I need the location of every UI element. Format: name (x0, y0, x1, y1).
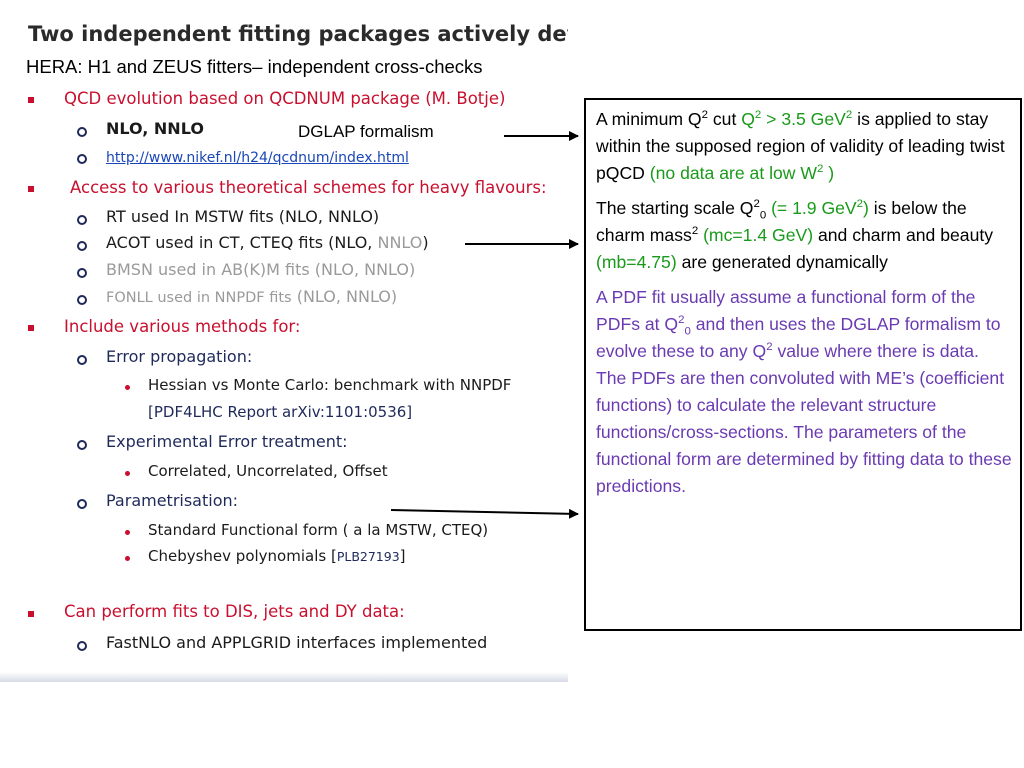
p1-green: (no data are at low W (649, 163, 817, 183)
circle-bullet-icon (77, 127, 87, 137)
square-bullet-icon (28, 97, 34, 103)
explanation-box: A minimum Q2 cut Q2 > 3.5 GeV2 is applie… (584, 98, 1022, 631)
qcdnum-link[interactable]: http://www.nikef.nl/h24/qcdnum/index.htm… (106, 150, 409, 166)
q2-cut-paragraph: A minimum Q2 cut Q2 > 3.5 GeV2 is applie… (596, 106, 1012, 187)
fits-heading: Can perform fits to DIS, jets and DY dat… (64, 602, 405, 621)
acot-close: ) (422, 233, 429, 252)
p2-text: The starting scale Q (596, 198, 754, 218)
url-item: http://www.nikef.nl/h24/qcdnum/index.htm… (106, 147, 409, 166)
fonll-text: FONLL used in NNPDF fits (106, 290, 292, 306)
circle-bullet-icon (77, 499, 87, 509)
p1-sup: 2 (817, 163, 824, 176)
p1-text: is applied to stay within the supposed r… (596, 109, 1005, 183)
square-bullet-icon (28, 325, 34, 331)
heavy-flavours-heading: Access to various theoretical schemes fo… (70, 178, 547, 197)
p3-text: and then uses the DGLAP formalism to evo… (596, 314, 1001, 361)
chebyshev-item: Chebyshev polynomials [PLB27193] (148, 547, 406, 565)
p1-green: ) (823, 163, 835, 183)
starting-scale-paragraph: The starting scale Q20 (= 1.9 GeV2) is b… (596, 195, 1012, 276)
qcd-heading: QCD evolution based on QCDNUM package (M… (64, 89, 506, 108)
circle-bullet-icon (77, 355, 87, 365)
p1-text: cut (707, 109, 742, 129)
p1-text: A minimum Q (596, 109, 702, 129)
acot-text: ACOT used in CT, CTEQ fits (NLO, (106, 233, 378, 252)
p3-sub: 0 (684, 325, 691, 338)
subtitle-line: HERA: H1 and ZEUS fitters– independent c… (26, 56, 483, 77)
fastnlo-item: FastNLO and APPLGRID interfaces implemen… (106, 633, 488, 652)
dglap-label: DGLAP formalism (298, 122, 434, 141)
bmsn-item: BMSN used in AB(K)M fits (NLO, NNLO) (106, 260, 416, 279)
rt-item: RT used In MSTW fits (NLO, NNLO) (106, 207, 380, 226)
slide-image-panel: Two independent fitting packages activel… (0, 0, 568, 682)
circle-bullet-icon (77, 241, 87, 251)
fonll-item: FONLL used in NNPDF fits (NLO, NNLO) (106, 287, 397, 306)
p3-text: value where there is data. The PDFs are … (596, 341, 1012, 496)
p2-sup: 2 (753, 198, 760, 211)
p2-sup: 2 (856, 198, 864, 211)
circle-bullet-icon (77, 295, 87, 305)
p3-text: A PDF fit usually assume a functional fo… (596, 287, 976, 334)
chebyshev-text: Chebyshev polynomials [ (148, 547, 337, 565)
p3-sup: 2 (766, 341, 773, 354)
p1-sup: 2 (701, 109, 708, 122)
pdf4lhc-ref: [PDF4LHC Report arXiv:1101:0536] (148, 403, 413, 421)
p1-green: > 3.5 GeV (761, 109, 846, 129)
dot-bullet-icon (125, 471, 130, 476)
dot-bullet-icon (125, 556, 130, 561)
correlated-item: Correlated, Uncorrelated, Offset (148, 462, 388, 480)
dot-bullet-icon (125, 530, 130, 535)
methods-heading: Include various methods for: (64, 317, 301, 336)
error-propagation-item: Error propagation: (106, 347, 253, 366)
parametrisation-item: Parametrisation: (106, 491, 239, 510)
p2-text: and charm and beauty (813, 225, 994, 245)
p2-sup: 2 (691, 225, 699, 238)
p2-green: (= 1.9 GeV (771, 198, 857, 218)
fonll-orders: (NLO, NNLO) (291, 287, 398, 306)
circle-bullet-icon (77, 641, 87, 651)
standard-form-item: Standard Functional form ( a la MSTW, CT… (148, 521, 489, 539)
p2-sub: 0 (759, 209, 767, 222)
p1-green: Q (741, 109, 755, 129)
image-bottom-shadow (0, 672, 568, 682)
dot-bullet-icon (125, 385, 130, 390)
p2-green: ) (863, 198, 869, 218)
p2-green: (mc=1.4 GeV) (703, 225, 814, 245)
p2-green: (mb=4.75) (596, 252, 677, 272)
chebyshev-close: ] (399, 547, 406, 565)
circle-bullet-icon (77, 215, 87, 225)
chebyshev-ref: PLB27193 (336, 549, 400, 564)
acot-nnlo: NNLO (377, 233, 423, 252)
pdf-fit-paragraph: A PDF fit usually assume a functional fo… (596, 284, 1012, 500)
slide-title: Two independent fitting packages activel… (28, 22, 568, 46)
acot-item: ACOT used in CT, CTEQ fits (NLO, NNLO) (106, 233, 429, 252)
p2-text: are generated dynamically (676, 252, 888, 272)
p1-sup: 2 (754, 109, 762, 122)
hessian-item: Hessian vs Monte Carlo: benchmark with N… (148, 376, 512, 394)
arrow-icon (390, 508, 579, 519)
p1-sup: 2 (845, 109, 853, 122)
nlo-item: NLO, NNLO (106, 119, 204, 138)
circle-bullet-icon (77, 154, 87, 164)
square-bullet-icon (28, 611, 34, 617)
square-bullet-icon (28, 186, 34, 192)
circle-bullet-icon (77, 440, 87, 450)
p2-text: is below the charm mass (596, 198, 967, 245)
exp-error-item: Experimental Error treatment: (106, 432, 348, 451)
p3-sup: 2 (678, 314, 685, 327)
circle-bullet-icon (77, 268, 87, 278)
